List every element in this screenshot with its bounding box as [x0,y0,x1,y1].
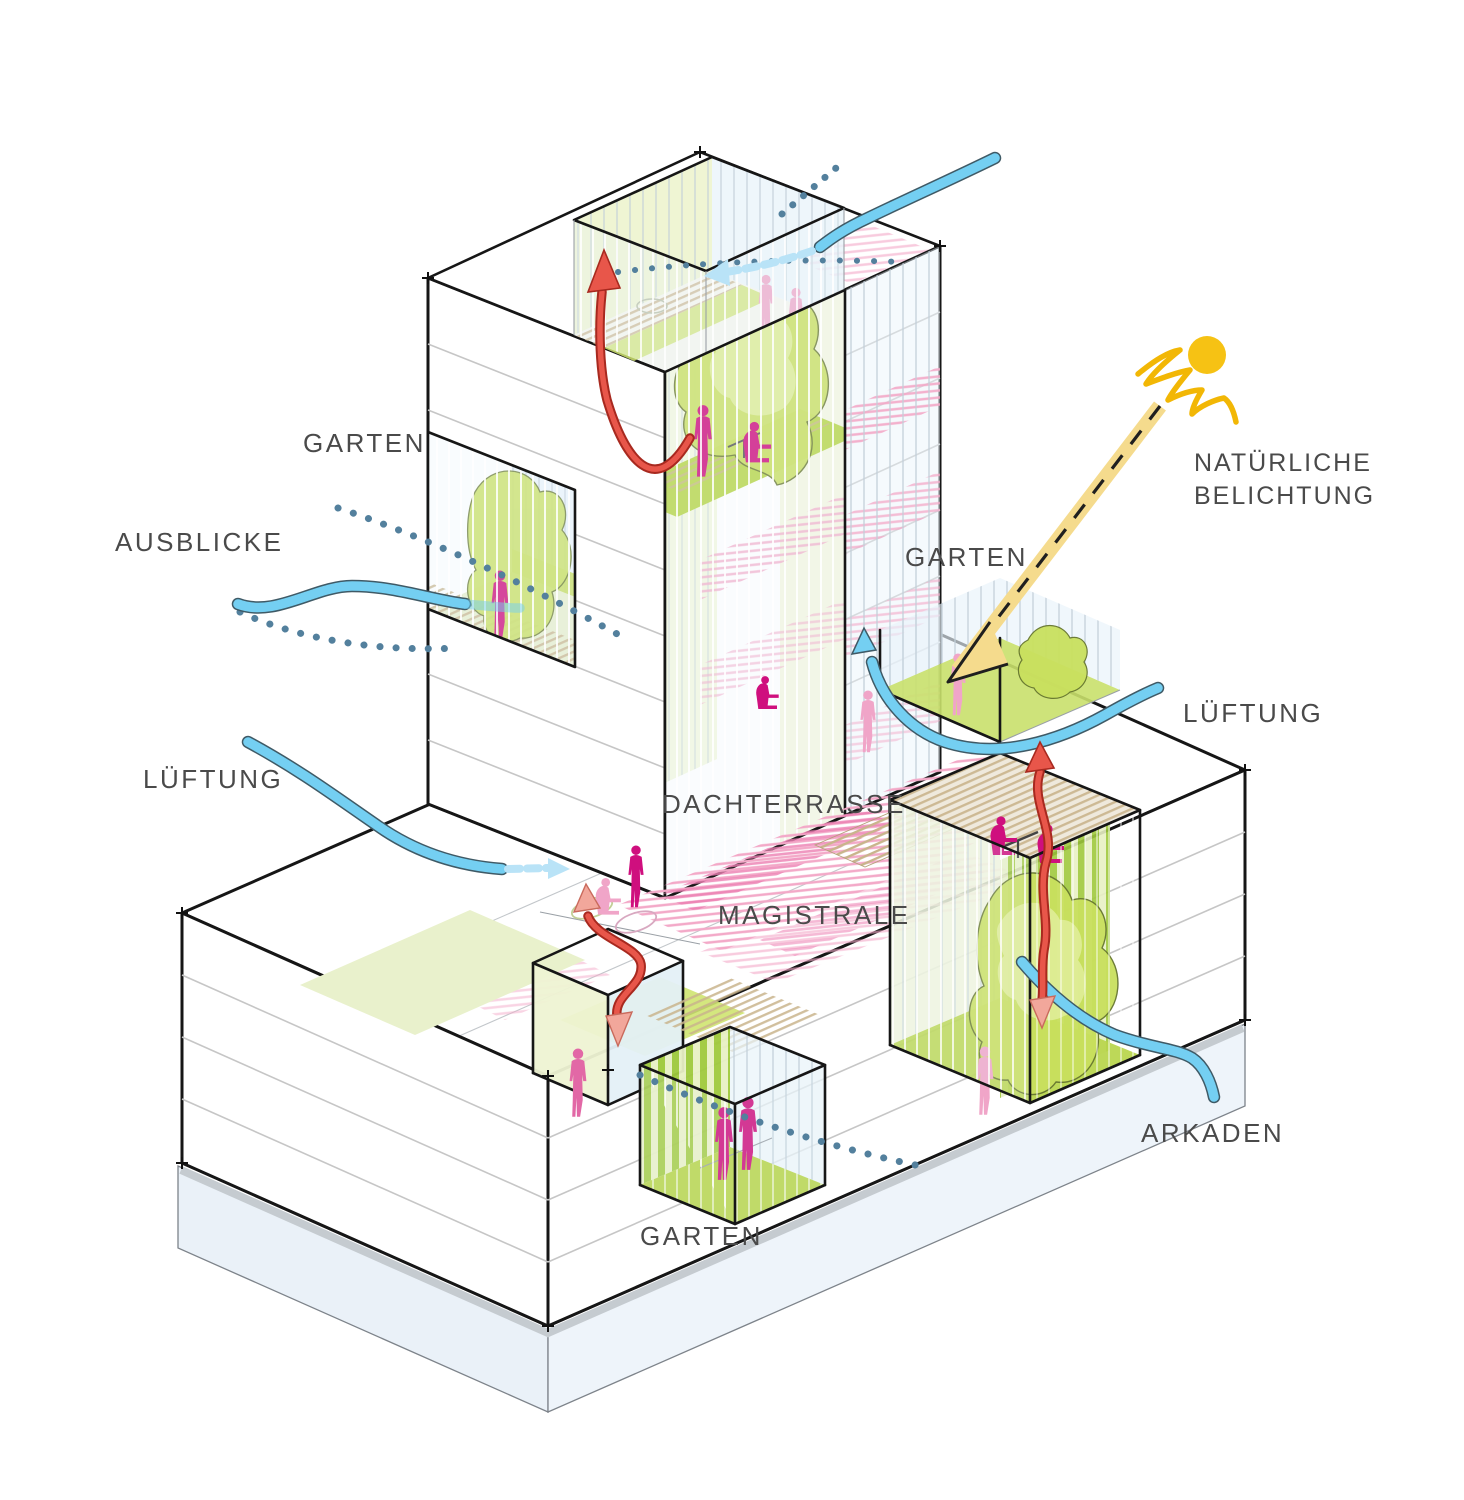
labels: GARTEN AUSBLICKE LÜFTUNG NATÜRLICHE BELI… [115,428,1375,1251]
label-garten-mid-right: GARTEN [905,542,1028,572]
wind-ribbon-arkaden [1015,955,1221,1104]
tree [1017,625,1088,699]
label-natural-light-1: NATÜRLICHE [1194,449,1372,477]
upper-tower [426,150,942,900]
view-dotted-line-bottom [636,1071,934,1172]
label-lueftung-right: LÜFTUNG [1183,698,1323,728]
wind-ribbon-lueftung-right [850,626,1165,756]
label-ausblicke: AUSBLICKE [115,527,283,557]
plinth-bevel [179,1024,1245,1338]
roof-garden-court [572,155,846,386]
exhaust-arrow-plaza-cube [572,882,646,1048]
cube-left-face [533,963,608,1105]
sun-icon [1135,336,1239,425]
view-dotted-line-upper [334,504,632,644]
view-dotted-line-top [615,257,905,275]
natural-light-arrow [946,401,1166,684]
label-lueftung-left: LÜFTUNG [143,764,283,794]
central-atrium-court [663,288,847,900]
wind-ribbon-lueftung-left [241,735,570,879]
label-arkaden: ARKADEN [1141,1118,1284,1148]
right-roof-terrace-garden [878,578,1121,744]
wind-ribbon-top-right [704,151,1002,286]
plaza-hatch-deep-1 [660,808,895,911]
wind-ribbon-ausblicke [231,579,525,614]
exhaust-arrow-right-court [1024,740,1057,1030]
label-dachterrasse: DACHTERRASSE [662,789,906,819]
cube-deck [645,978,820,1053]
plaza-green-pale [300,910,585,1035]
view-dotted-line-lower [236,608,462,653]
right-garden-court [888,751,1142,1115]
label-garten-upper: GARTEN [303,428,426,458]
label-natural-light-2: BELICHTUNG [1194,482,1375,510]
label-magistrale: MAGISTRALE [718,900,911,930]
label-garten-lower: GARTEN [640,1221,763,1251]
tower-roof [428,152,940,372]
corner-ticks [176,146,1251,1332]
view-dotted-line-top-exit [778,164,840,218]
lower-garden-court [638,1025,827,1226]
annotation-arrows [231,151,1239,1172]
exhaust-arrow-tower [586,247,695,474]
